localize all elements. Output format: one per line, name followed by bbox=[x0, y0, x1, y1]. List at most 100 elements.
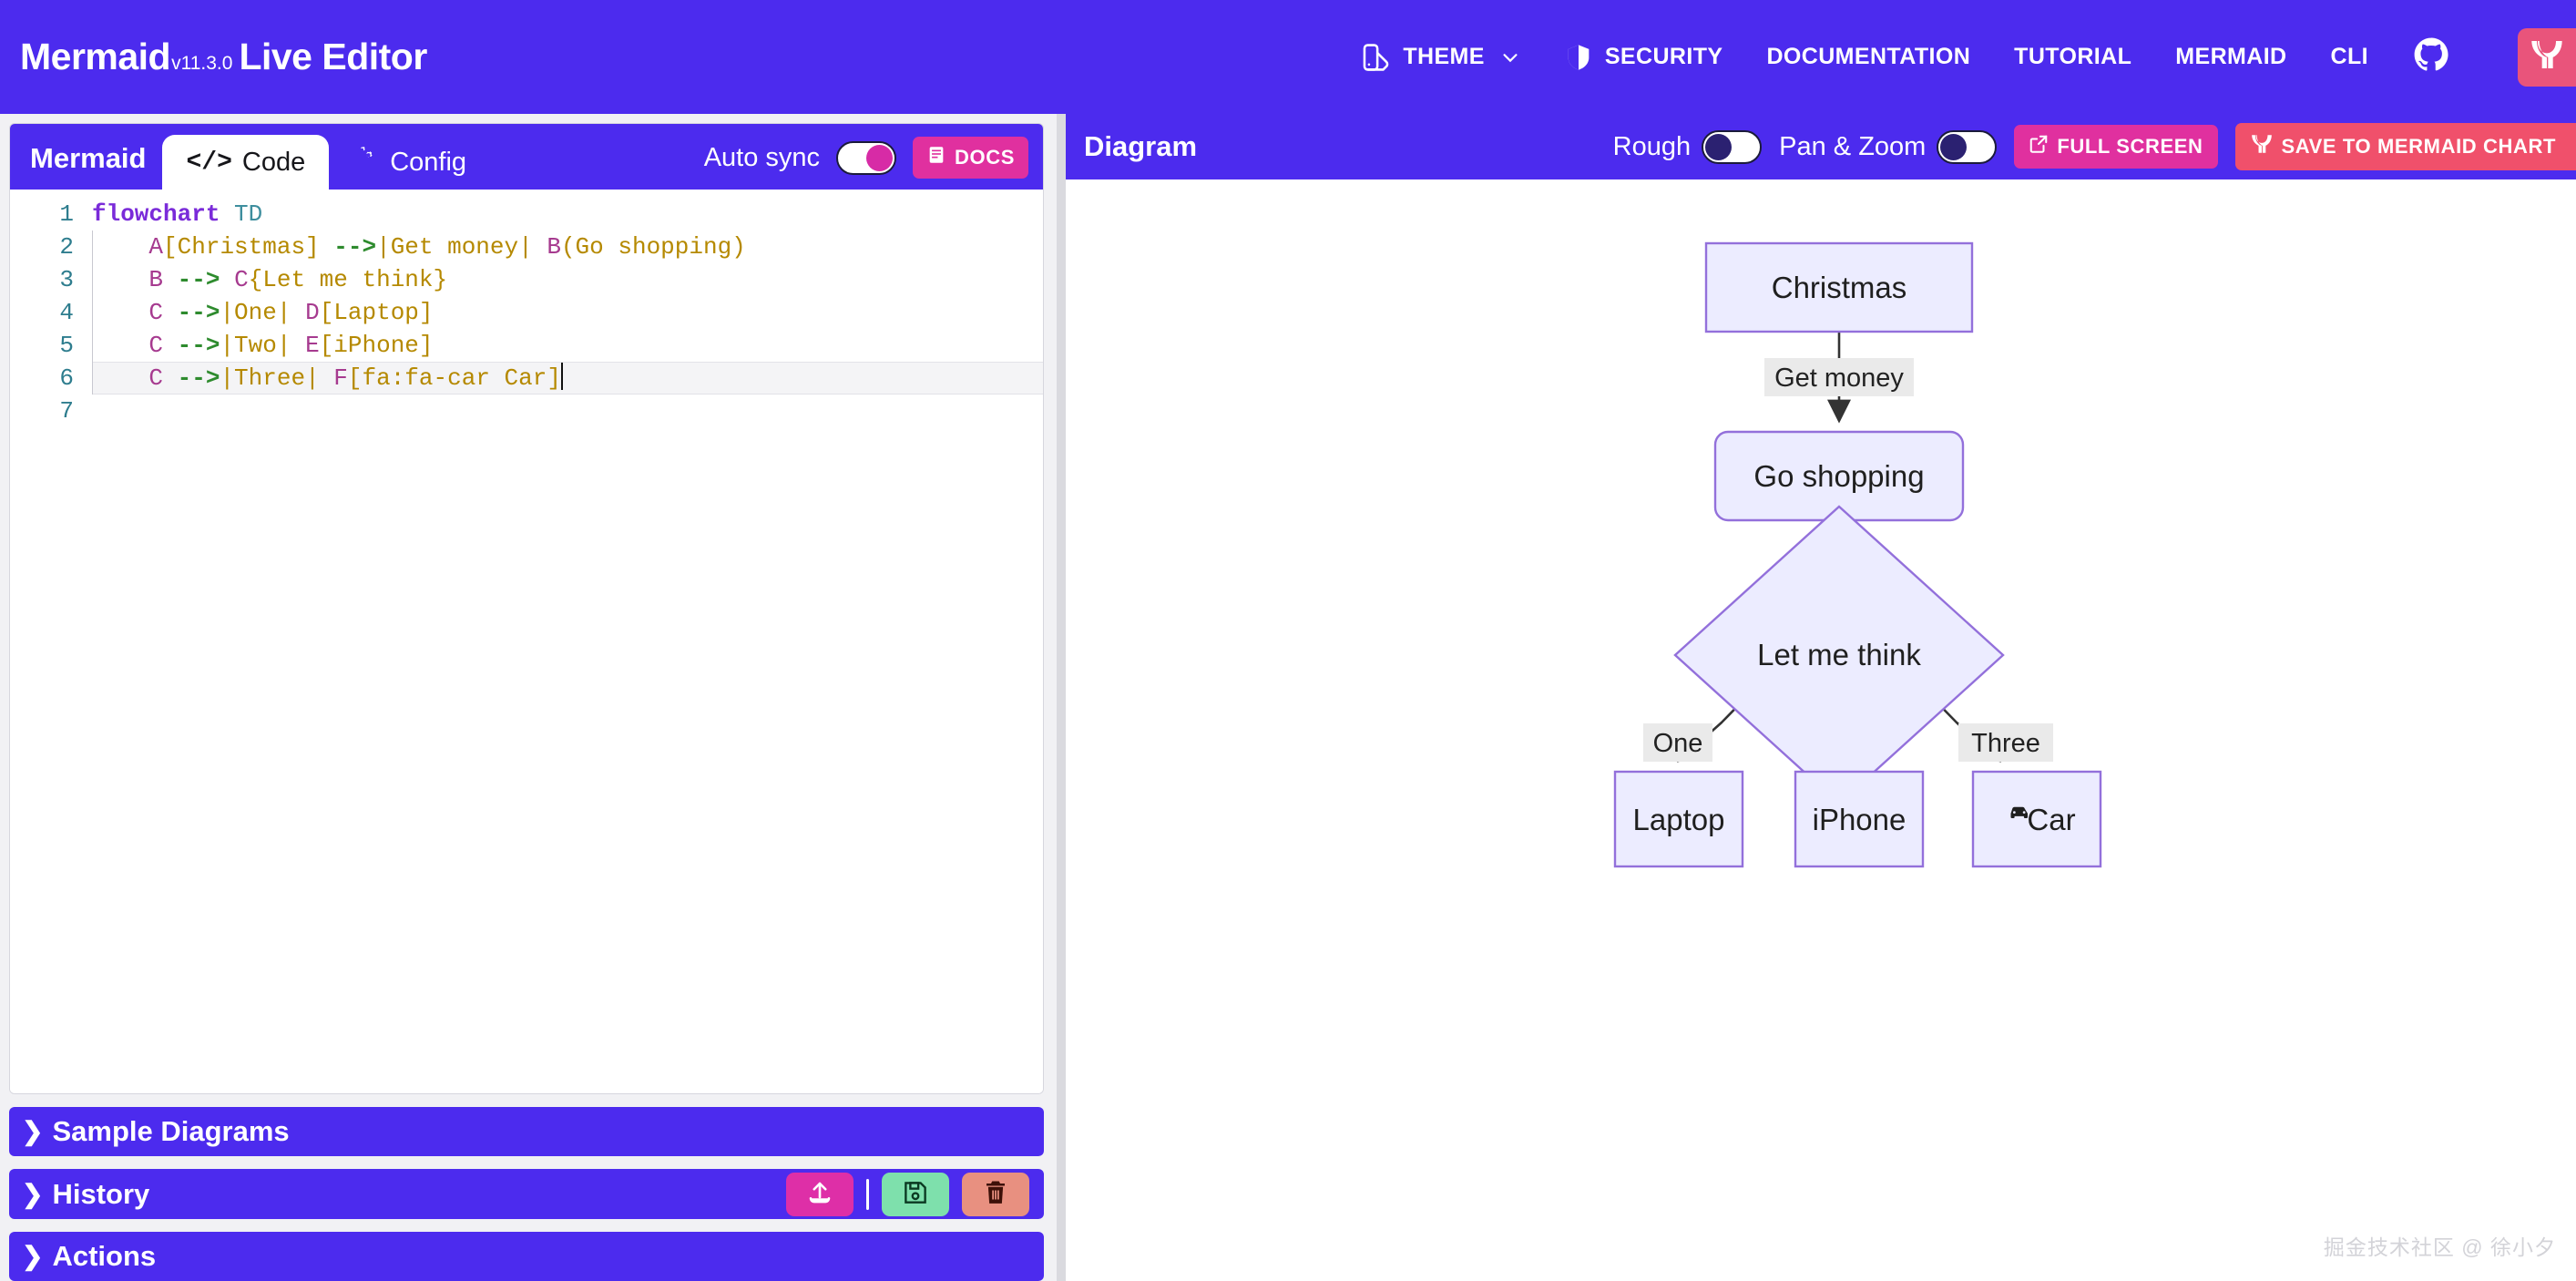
code-line: C -->|Two| E[iPhone] bbox=[92, 329, 1043, 362]
toggle-knob bbox=[866, 144, 894, 171]
node-label: Let me think bbox=[1757, 638, 1921, 671]
pan-zoom-toggle[interactable] bbox=[1937, 129, 1998, 164]
nav-documentation[interactable]: DOCUMENTATION bbox=[1766, 44, 1970, 70]
line-number: 5 bbox=[59, 332, 74, 359]
tab-config-label: Config bbox=[390, 147, 467, 177]
diagram-toolbar-controls: Rough Pan & Zoom FULL SCREEN bbox=[1613, 123, 2576, 170]
diagram-canvas[interactable]: Get money One Two Three bbox=[1066, 179, 2576, 1281]
nav-theme[interactable]: THEME bbox=[1360, 42, 1520, 73]
nav-mermaid[interactable]: MERMAID bbox=[2175, 44, 2286, 70]
chevron-down-icon bbox=[1500, 47, 1520, 67]
line-number: 6 bbox=[59, 364, 74, 392]
line-number: 2 bbox=[59, 233, 74, 261]
divider bbox=[866, 1178, 869, 1210]
flowchart-svg: Get money One Two Three bbox=[1613, 241, 2102, 868]
node-a-christmas[interactable]: Christmas bbox=[1704, 241, 1974, 333]
trash-icon bbox=[982, 1179, 1009, 1209]
car-icon bbox=[2010, 806, 2028, 818]
pan-zoom-toggle-group: Pan & Zoom bbox=[1779, 129, 1998, 164]
node-d-laptop[interactable]: Laptop bbox=[1613, 770, 1744, 868]
accordion-label: History bbox=[52, 1177, 150, 1210]
github-link[interactable] bbox=[2412, 36, 2450, 78]
editor-tabbar: Mermaid </> Code Config bbox=[10, 124, 1043, 190]
full-screen-button[interactable]: FULL SCREEN bbox=[2014, 125, 2218, 169]
save-to-mermaid-chart-label: SAVE TO MERMAID CHART bbox=[2281, 135, 2556, 158]
docs-button[interactable]: DOCS bbox=[913, 137, 1028, 179]
tab-code-label: Code bbox=[241, 147, 306, 177]
code-brackets-icon: </> bbox=[186, 148, 232, 177]
node-label: iPhone bbox=[1813, 803, 1906, 836]
nav-tutorial[interactable]: TUTORIAL bbox=[2014, 44, 2131, 70]
mermaid-chart-logo-button[interactable] bbox=[2518, 27, 2576, 87]
external-link-icon bbox=[2029, 134, 2049, 159]
auto-sync-label: Auto sync bbox=[703, 142, 821, 172]
edge-label-text: Three bbox=[1971, 729, 2040, 758]
line-number: 1 bbox=[59, 200, 74, 228]
node-f-car[interactable]: Car bbox=[1971, 770, 2102, 868]
nav-cli[interactable]: CLI bbox=[2331, 44, 2368, 70]
nav-tutorial-label: TUTORIAL bbox=[2014, 44, 2132, 69]
shield-icon bbox=[1564, 43, 1593, 72]
code-lines[interactable]: flowchart TD A[Christmas] -->|Get money|… bbox=[88, 198, 1043, 1093]
upload-icon bbox=[806, 1179, 833, 1209]
mermaid-chart-logo bbox=[2529, 36, 2565, 77]
accordion-actions[interactable]: ❯ Actions bbox=[9, 1231, 1044, 1281]
edge-label-three: Three bbox=[1958, 723, 2053, 762]
diagram-panel-title: Diagram bbox=[1084, 130, 1198, 162]
auto-sync-toggle[interactable] bbox=[836, 140, 897, 175]
save-button[interactable] bbox=[882, 1172, 949, 1216]
book-icon bbox=[926, 145, 946, 170]
restore-button[interactable] bbox=[786, 1172, 854, 1216]
floppy-disk-icon bbox=[902, 1179, 929, 1209]
node-e-iphone[interactable]: iPhone bbox=[1794, 770, 1925, 868]
diagram-toolbar: Diagram Rough Pan & Zoom FULL SCR bbox=[1066, 114, 2576, 179]
gears-icon bbox=[353, 146, 380, 179]
line-number: 4 bbox=[59, 299, 74, 326]
edge-label-text: One bbox=[1653, 729, 1703, 758]
nav-mermaid-label: MERMAID bbox=[2175, 44, 2287, 69]
rough-toggle[interactable] bbox=[1702, 129, 1763, 164]
accordion-history[interactable]: ❯ History bbox=[9, 1169, 1044, 1219]
code-line: flowchart TD bbox=[92, 200, 263, 228]
editor-panel-title: Mermaid bbox=[30, 142, 147, 174]
app-body: Mermaid </> Code Config bbox=[0, 114, 2576, 1281]
nav-theme-label: THEME bbox=[1403, 44, 1485, 69]
rough-toggle-group: Rough bbox=[1612, 129, 1763, 164]
node-label: Go shopping bbox=[1753, 459, 1924, 493]
tab-code[interactable]: </> Code bbox=[162, 135, 330, 190]
history-action-buttons bbox=[786, 1172, 1029, 1216]
brand-name: Mermaid bbox=[20, 36, 171, 77]
theme-icon bbox=[1360, 42, 1391, 73]
accordion-sample-diagrams[interactable]: ❯ Sample Diagrams bbox=[9, 1107, 1044, 1157]
node-c-let-me-think[interactable]: Let me think bbox=[1673, 505, 2005, 805]
nav-documentation-label: DOCUMENTATION bbox=[1766, 44, 1971, 69]
editor-tabbar-controls: Auto sync DOCS bbox=[704, 137, 1043, 190]
delete-button[interactable] bbox=[962, 1172, 1029, 1216]
nav-security-label: SECURITY bbox=[1604, 44, 1723, 69]
edge-label-get-money: Get money bbox=[1764, 358, 1914, 396]
save-to-mermaid-chart-button[interactable]: SAVE TO MERMAID CHART bbox=[2234, 123, 2576, 170]
text-caret bbox=[560, 363, 563, 390]
code-line-active: C -->|Three| F[fa:fa-car Car] bbox=[92, 362, 1043, 395]
rough-label: Rough bbox=[1612, 131, 1692, 161]
left-pane: Mermaid </> Code Config bbox=[0, 114, 1057, 1281]
code-line bbox=[92, 395, 1043, 427]
github-icon bbox=[2412, 36, 2450, 78]
watermark: 掘金技术社区 @ 徐小夕 bbox=[2323, 1235, 2556, 1259]
node-b-go-shopping[interactable]: Go shopping bbox=[1713, 430, 1965, 522]
edge-label-text: Get money bbox=[1774, 364, 1904, 393]
main-nav: THEME SECURITY DOCUMENTATION TUTORIAL ME… bbox=[1360, 0, 2576, 114]
nav-security[interactable]: SECURITY bbox=[1564, 43, 1723, 72]
brand-suffix: Live Editor bbox=[239, 36, 427, 77]
pane-splitter[interactable] bbox=[1057, 114, 1066, 1281]
code-line: B --> C{Let me think} bbox=[92, 263, 1043, 296]
node-label: Christmas bbox=[1772, 271, 1907, 304]
code-line: C -->|One| D[Laptop] bbox=[92, 296, 1043, 329]
flow-nodes: Christmas Go shopping Let me think Lapto… bbox=[1613, 241, 2102, 868]
tab-config[interactable]: Config bbox=[329, 135, 490, 190]
chevron-right-icon: ❯ bbox=[22, 1241, 44, 1270]
code-editor[interactable]: 1 2 3 4 5 6 7 flowchart TD A[Christmas] … bbox=[10, 190, 1043, 1094]
node-label: Car bbox=[2027, 803, 2075, 836]
